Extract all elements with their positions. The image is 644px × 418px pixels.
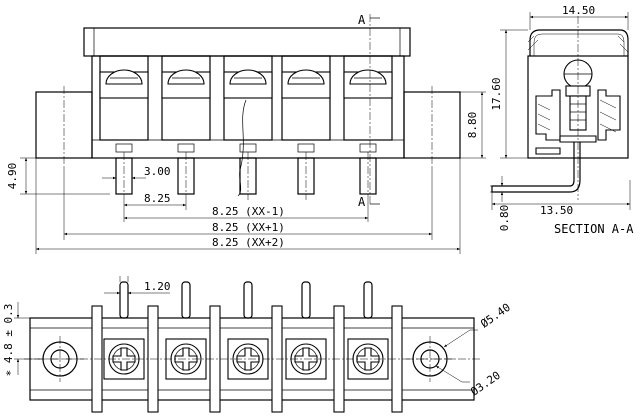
section-view: 14.50 17.60 13.50 0.80 SECTION A-A bbox=[490, 4, 634, 236]
dim-pitch: 3.00 bbox=[144, 165, 171, 178]
top-cover bbox=[83, 27, 411, 57]
terminal-positions bbox=[99, 55, 393, 153]
break-line bbox=[237, 99, 247, 197]
dim-thickness-0-80: 0.80 bbox=[498, 205, 511, 232]
front-view: A A 4.90 8.80 3.00 8.25 8.25 (XX-1) bbox=[6, 13, 486, 254]
section-caption: SECTION A-A bbox=[554, 222, 634, 236]
top-pins bbox=[119, 281, 373, 319]
section-mark-top: A bbox=[358, 13, 366, 27]
dim-length-xx-plus-1: 8.25 (XX+1) bbox=[212, 221, 285, 234]
front-dimensions: 4.90 8.80 3.00 8.25 8.25 (XX-1) 8.25 (XX… bbox=[6, 91, 486, 254]
dim-length-xx-1: 8.25 (XX-1) bbox=[212, 205, 285, 218]
dim-pin-length: 4.90 bbox=[6, 163, 19, 190]
dim-height-17-60: 17.60 bbox=[490, 77, 503, 110]
pins bbox=[115, 152, 377, 200]
dim-base-13-50: 13.50 bbox=[540, 204, 573, 217]
dim-pitch-b: 8.25 bbox=[144, 192, 171, 205]
dim-pin-width: 1.20 bbox=[144, 280, 171, 293]
dim-tolerance: ∗ 4.8 ± 0.3 bbox=[2, 304, 15, 377]
top-view: 1.20 ∗ 4.8 ± 0.3 Ø5.40 Ø3.20 bbox=[2, 276, 513, 413]
section-dimensions: 14.50 17.60 13.50 0.80 bbox=[490, 4, 631, 232]
pin-lead bbox=[491, 142, 581, 193]
dim-hole-5-40: Ø5.40 bbox=[478, 301, 513, 331]
top-dimensions: 1.20 ∗ 4.8 ± 0.3 Ø5.40 Ø3.20 bbox=[2, 276, 513, 398]
dim-height-8-80: 8.80 bbox=[466, 112, 479, 139]
dim-length-xx-plus-2: 8.25 (XX+2) bbox=[212, 236, 285, 249]
section-mark-bottom: A bbox=[358, 195, 366, 209]
dim-width-14-50: 14.50 bbox=[562, 4, 595, 17]
